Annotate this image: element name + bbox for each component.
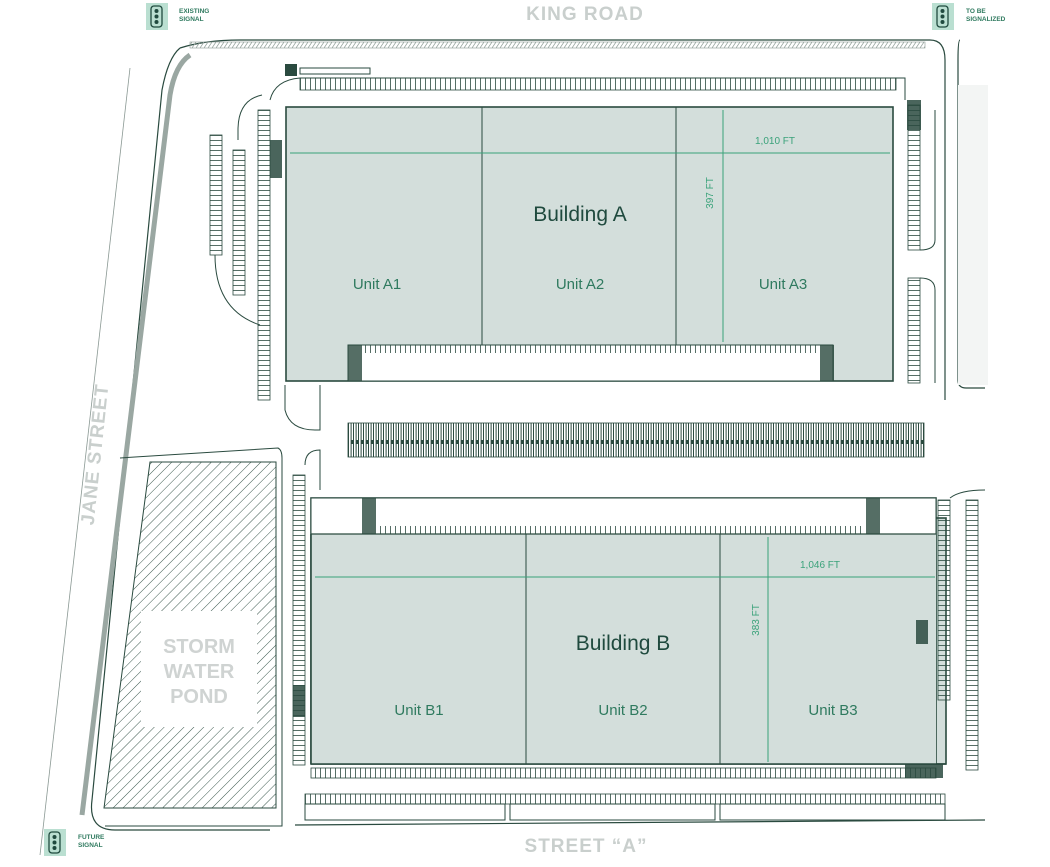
building-b-title: Building B (576, 632, 671, 655)
west-parking-a (209, 94, 321, 431)
future-signal: FUTURE SIGNAL (44, 829, 105, 856)
south-parking-b (304, 764, 946, 821)
unit-a3-label: Unit A3 (759, 276, 807, 293)
king-road-curb (189, 41, 926, 49)
to-be-signal-line1: TO BE (966, 8, 986, 15)
unit-a1-label: Unit A1 (353, 276, 401, 293)
east-lot-area (958, 85, 988, 385)
to-be-signalized: TO BE SIGNALIZED (932, 3, 1006, 30)
building-b-depth: 383 FT (751, 604, 762, 636)
king-road-label: KING ROAD (526, 4, 644, 25)
pond-label-line1: STORM (163, 636, 235, 658)
west-parking-b (292, 449, 321, 766)
existing-signal-line1: EXISTING (179, 8, 209, 15)
existing-signal: EXISTING SIGNAL (146, 3, 209, 30)
unit-b1-label: Unit B1 (394, 702, 443, 719)
east-parking-a (907, 100, 936, 384)
storm-water-pond (103, 447, 283, 827)
unit-b3-label: Unit B3 (808, 702, 857, 719)
east-parking-b (916, 489, 986, 771)
building-a-title: Building A (533, 203, 626, 226)
future-signal-line2: SIGNAL (78, 842, 103, 849)
building-a[interactable] (285, 106, 894, 382)
building-a-length: 1,010 FT (755, 136, 795, 147)
building-b[interactable] (310, 497, 947, 765)
pond-label-line2: WATER (164, 661, 235, 683)
existing-signal-line2: SIGNAL (179, 16, 204, 23)
jane-street-curb (79, 52, 192, 816)
to-be-signal-line2: SIGNALIZED (966, 16, 1006, 23)
building-b-length: 1,046 FT (800, 560, 840, 571)
future-signal-line1: FUTURE (78, 834, 105, 841)
trailer-parking (347, 422, 925, 458)
unit-b2-label: Unit B2 (598, 702, 647, 719)
north-parking (269, 64, 906, 101)
unit-a2-label: Unit A2 (556, 276, 604, 293)
street-a-label: STREET “A” (525, 836, 648, 857)
building-a-depth: 397 FT (705, 177, 716, 209)
pond-label-line3: POND (170, 686, 228, 708)
